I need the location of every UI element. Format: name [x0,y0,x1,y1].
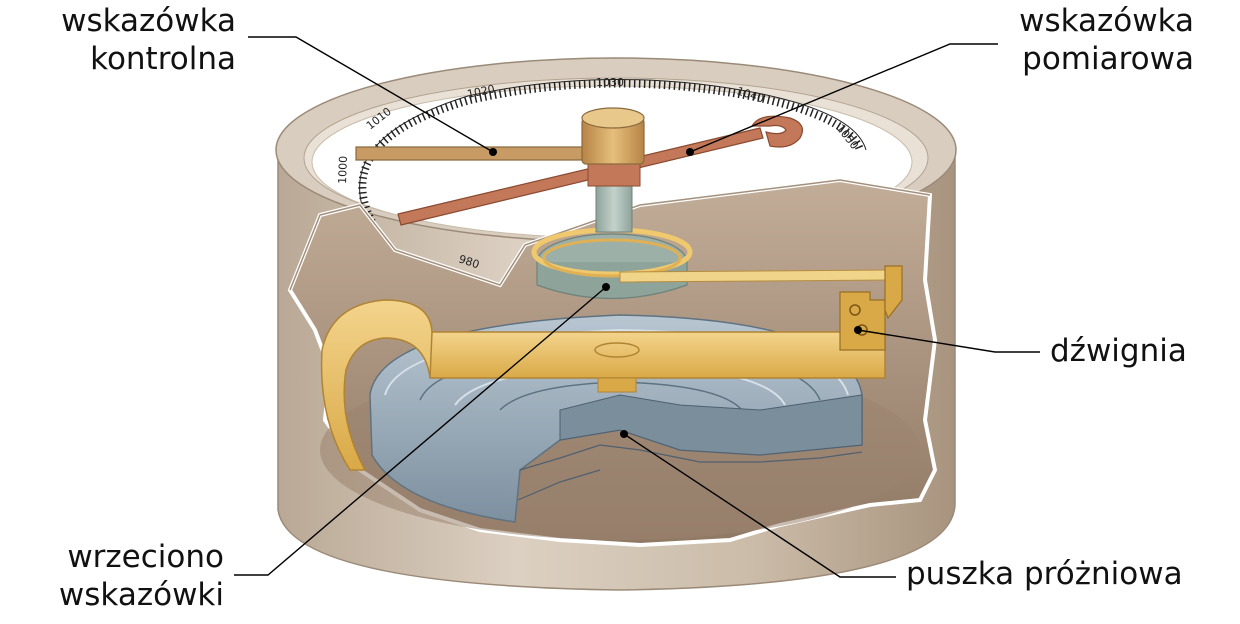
capsule-corrugation-2 [517,469,601,501]
spindle-shaft [595,179,633,233]
capsule-cut-face [559,394,863,456]
leader-spindle [234,286,607,576]
leader-dot-vacuum [620,430,628,438]
leader-dot-control [489,148,497,156]
label-lever: dźwignia [1050,332,1187,370]
bracket-upright [884,265,903,320]
leader-vacuum-can [623,433,896,578]
scale-label-980: 980 [457,252,481,271]
lever-hole [594,342,640,358]
knob-top [581,107,645,129]
chain-link [619,269,896,283]
lever-arm [429,331,886,379]
label-control-pointer-line2: kontrolna [90,41,236,77]
control-pointer [355,146,601,161]
scale-label-1030: 1030 [596,76,624,89]
lever-post [597,377,637,393]
leader-lever [857,329,1040,353]
leader-dot-measuring [686,148,694,156]
label-vacuum-can-text: puszka próżniowa [906,556,1183,592]
label-measuring-pointer-line1: wskazówka [1019,3,1194,39]
cutaway-edge [289,179,931,291]
label-lever-text: dźwignia [1050,333,1187,369]
leader-measuring-pointer [689,43,998,153]
leader-dot-spindle [602,283,610,291]
scale-label-1020: 1020 [466,82,496,101]
leader-dot-lever [854,326,862,334]
label-control-pointer: wskazówka kontrolna [52,2,236,78]
capsule-corrugation [519,444,863,471]
label-measuring-pointer: wskazówka pomiarowa [1004,2,1194,78]
label-control-pointer-line1: wskazówka [61,3,236,39]
bracket-pin-1 [849,304,861,316]
lever-bracket [839,291,886,351]
lever-ring [320,299,433,471]
label-spindle: wrzeciono wskazówki [40,538,224,614]
hair-spring-inner [542,238,682,278]
label-measuring-pointer-line2: pomiarowa [1022,41,1194,77]
scale-label-1000: 1000 [336,156,350,184]
label-vacuum-can: puszka próżniowa [906,555,1183,593]
measuring-pointer-hook [750,115,803,148]
label-spindle-line2: wskazówki [58,577,224,613]
label-spindle-line1: wrzeciono [67,539,224,575]
leader-control-pointer [248,36,494,153]
